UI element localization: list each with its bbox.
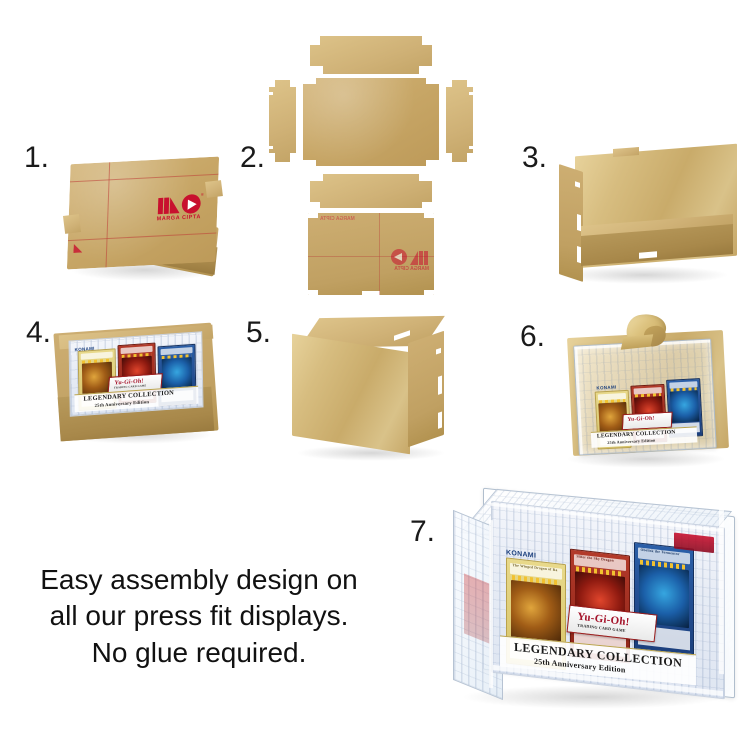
die-cut-main-panel: [303, 78, 439, 166]
step-5-box-side: [408, 330, 444, 448]
caption-line-2: all our press fit displays.: [49, 600, 349, 632]
step-7-bevel-right: [719, 503, 724, 675]
registered-mark: ®: [200, 191, 204, 198]
die-cut-printed-base: MARGA CIPTA MARGA CIPTA: [308, 213, 434, 295]
step-3-illustration: [553, 143, 738, 288]
step-number-2: 2.: [240, 141, 266, 174]
step-4-illustration: KONAMI Yu-Gi-Oh! TRADING CARD GAME LEGEN…: [53, 318, 220, 448]
step-1-illustration: ® MARGA CIPTA: [60, 155, 230, 290]
marga-cipta-logo: ® MARGA CIPTA: [156, 191, 204, 225]
step-number-6: 6.: [520, 320, 546, 353]
step-4-product-box: KONAMI Yu-Gi-Oh! TRADING CARD GAME LEGEN…: [68, 331, 204, 417]
assembly-caption: Easy assembly design on all our press fi…: [24, 562, 374, 671]
step-1-side-tab-left: [62, 214, 82, 234]
corner-mark: [73, 243, 82, 253]
step-1-printed-blank: ® MARGA CIPTA: [66, 156, 220, 270]
die-cut-left-panel: [269, 80, 296, 162]
step-number-7: 7.: [410, 515, 436, 548]
fold-line-horizontal-bottom: [67, 232, 217, 241]
step-number-4: 4.: [26, 316, 52, 349]
step-7-illustration: KONAMI The Winged Dragon of Ra Slifer th…: [443, 487, 743, 715]
brand-name: MARGA CIPTA: [156, 214, 202, 223]
step-6-illustration: KONAMI Yu-Gi-Oh! LEGENDARY COLLECTION 25…: [556, 310, 741, 475]
step-6-shadow: [566, 450, 726, 468]
fold-line-horizontal-top: [69, 173, 219, 183]
die-cut-right-panel: [446, 80, 473, 162]
step-number-1: 1.: [24, 141, 50, 174]
step-3-left-wall: [559, 164, 583, 282]
edition-label: 25th Anniversary Edition: [94, 399, 150, 408]
step-5-illustration: [290, 315, 455, 465]
step-5-box-front: [292, 333, 410, 455]
step-number-5: 5.: [246, 316, 272, 349]
step-3-shadow: [559, 266, 729, 284]
step-2-illustration: MARGA CIPTA MARGA CIPTA: [265, 28, 480, 295]
mirrored-logo: MARGA CIPTA: [388, 247, 429, 273]
caption-line-3: No glue required.: [91, 636, 307, 668]
step-number-3: 3.: [522, 141, 548, 174]
die-cut-bottom-flap: [310, 174, 432, 208]
die-cut-top-flap: [310, 36, 432, 74]
step-6-acrylic-case: KONAMI Yu-Gi-Oh! LEGENDARY COLLECTION 25…: [573, 338, 717, 456]
caption-line-1: Easy assembly design on: [40, 564, 358, 595]
step-7-bevel-left: [489, 519, 493, 689]
step-1-side-tab-right: [205, 180, 223, 198]
step-6-peeling-tab[interactable]: [618, 310, 674, 350]
